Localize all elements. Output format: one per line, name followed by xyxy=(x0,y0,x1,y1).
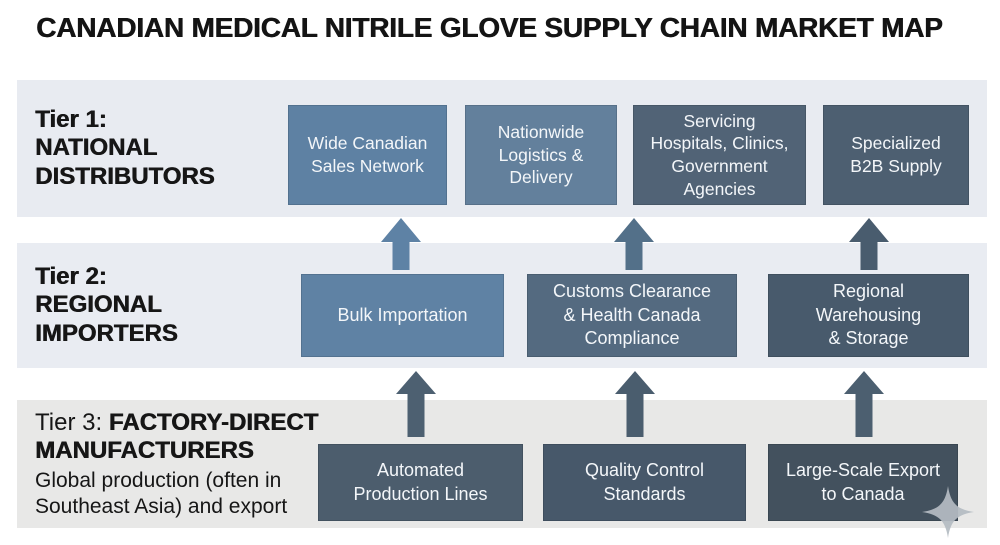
tier2-label-line1: REGIONAL xyxy=(35,291,162,319)
arrow-up-icon xyxy=(844,371,884,437)
node-bulk-importation: Bulk Importation xyxy=(301,274,504,357)
tier2-label-prefix: Tier 2: xyxy=(35,263,107,291)
node-quality-control-standards: Quality Control Standards xyxy=(543,444,746,521)
node-servicing-hospitals-clinics-government: Servicing Hospitals, Clinics, Government… xyxy=(633,105,806,205)
tier1-label: Tier 1: NATIONAL DISTRIBUTORS xyxy=(35,80,215,217)
page-title: CANADIAN MEDICAL NITRILE GLOVE SUPPLY CH… xyxy=(36,12,943,43)
tier3-label-line1: Tier 3: FACTORY-DIRECT xyxy=(35,409,318,437)
node-regional-warehousing-storage: Regional Warehousing & Storage xyxy=(768,274,969,357)
node-automated-production-lines: Automated Production Lines xyxy=(318,444,523,521)
tier2-label: Tier 2: REGIONAL IMPORTERS xyxy=(35,243,178,368)
arrow-up-icon xyxy=(614,218,654,270)
tier1-label-prefix: Tier 1: xyxy=(35,106,107,134)
node-customs-clearance-health-canada: Customs Clearance & Health Canada Compli… xyxy=(527,274,737,357)
tier3-caption-line1: Global production (often in xyxy=(35,468,282,492)
arrow-up-icon xyxy=(396,371,436,437)
arrow-up-icon xyxy=(849,218,889,270)
tier3-label-line1-rest: FACTORY-DIRECT xyxy=(108,408,319,436)
arrow-up-icon xyxy=(615,371,655,437)
tier2-band: Tier 2: REGIONAL IMPORTERS Bulk Importat… xyxy=(17,243,987,368)
node-wide-canadian-sales-network: Wide Canadian Sales Network xyxy=(288,105,447,205)
tier1-band: Tier 1: NATIONAL DISTRIBUTORS Wide Canad… xyxy=(17,80,987,217)
tier3-caption-line2: Southeast Asia) and export xyxy=(35,494,288,518)
tier3-label-prefix: Tier 3: xyxy=(35,408,109,436)
tier1-label-line2: DISTRIBUTORS xyxy=(35,162,215,190)
sparkle-icon xyxy=(922,486,974,538)
tier2-label-line2: IMPORTERS xyxy=(35,319,178,347)
tier3-label-line2: MANUFACTURERS xyxy=(35,436,254,464)
tier3-band: Tier 3: FACTORY-DIRECT MANUFACTURERS Glo… xyxy=(17,400,987,528)
node-large-scale-export-to-canada: Large-Scale Export to Canada xyxy=(768,444,958,521)
arrow-up-icon xyxy=(381,218,421,270)
tier3-label: Tier 3: FACTORY-DIRECT MANUFACTURERS Glo… xyxy=(35,400,318,528)
node-nationwide-logistics-delivery: Nationwide Logistics & Delivery xyxy=(465,105,617,205)
node-specialized-b2b-supply: Specialized B2B Supply xyxy=(823,105,969,205)
tier1-label-line1: NATIONAL xyxy=(35,134,158,162)
